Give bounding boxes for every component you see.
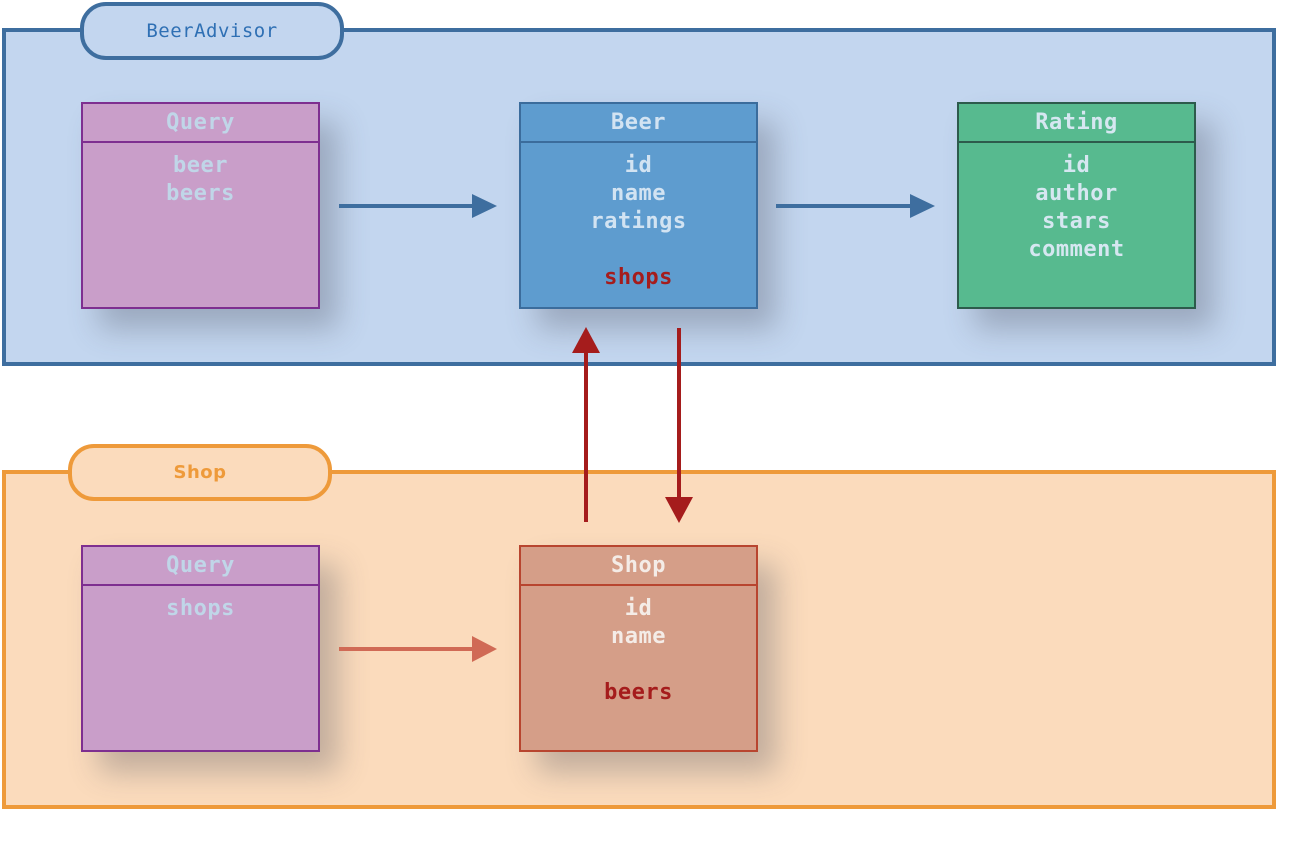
field-name: name xyxy=(611,624,666,649)
field-shops: shops xyxy=(166,596,235,621)
shop-type-title: Shop xyxy=(521,547,756,586)
shop-type-fields: id name beers xyxy=(521,595,756,707)
field-id: id xyxy=(624,153,653,178)
field-comment: comment xyxy=(1028,237,1125,262)
field-id: id xyxy=(624,596,653,621)
rating-type-title: Rating xyxy=(959,104,1194,143)
rating-type: Rating id author stars comment xyxy=(957,102,1196,309)
beer-type-title: Beer xyxy=(521,104,756,143)
field-beer: beer xyxy=(173,153,228,178)
beeradvisor-query-fields: beer beers xyxy=(83,152,318,208)
beer-type: Beer id name ratings shops xyxy=(519,102,758,309)
field-ratings: ratings xyxy=(590,209,687,234)
shop-query-type: Query shops xyxy=(81,545,320,752)
field-id: id xyxy=(1062,153,1091,178)
shop-query-title: Query xyxy=(83,547,318,586)
field-author: author xyxy=(1035,181,1118,206)
shop-query-fields: shops xyxy=(83,595,318,623)
beer-type-fields: id name ratings shops xyxy=(521,152,756,292)
field-beers-extension: beers xyxy=(604,680,673,705)
field-name: name xyxy=(611,181,666,206)
beeradvisor-query-title: Query xyxy=(83,104,318,143)
field-shops-extension: shops xyxy=(604,265,673,290)
field-beers: beers xyxy=(166,181,235,206)
beeradvisor-group-label: BeerAdvisor xyxy=(80,2,344,60)
shop-group-label: Shop xyxy=(68,444,332,501)
rating-type-fields: id author stars comment xyxy=(959,152,1194,264)
field-stars: stars xyxy=(1042,209,1111,234)
beeradvisor-query-type: Query beer beers xyxy=(81,102,320,309)
shop-type: Shop id name beers xyxy=(519,545,758,752)
